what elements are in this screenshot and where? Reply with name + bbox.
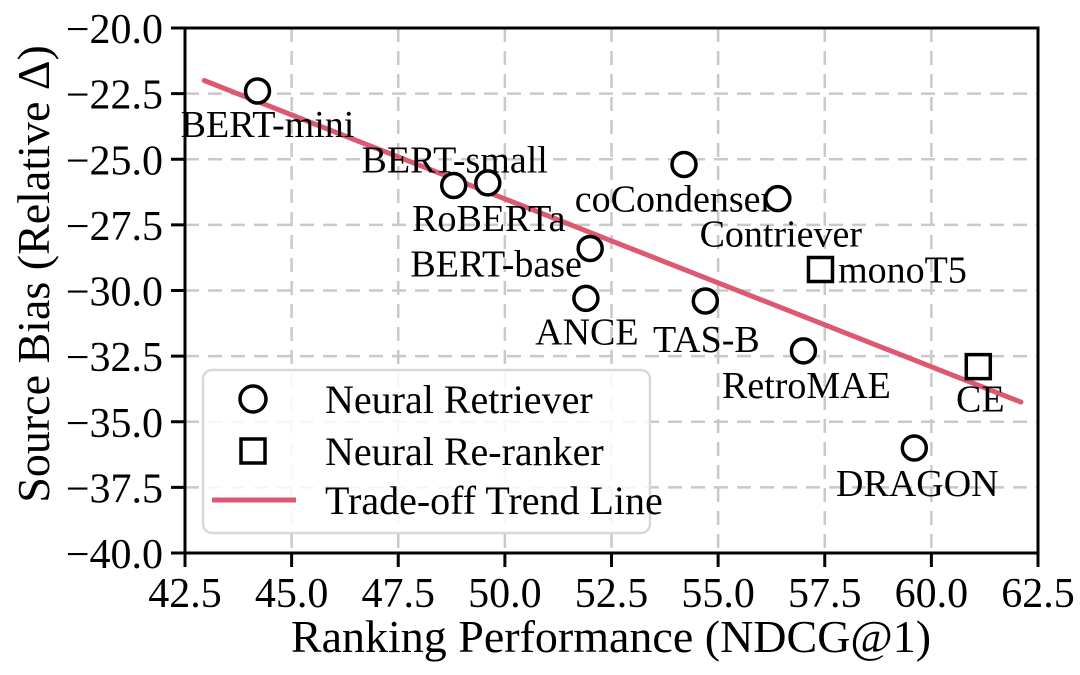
point-TAS-B-circle-marker [691, 287, 720, 315]
point-RetroMAE-circle-marker [789, 337, 818, 365]
legend-circle-marker-icon [238, 384, 268, 414]
y-tick-label: −35.0 [66, 401, 163, 447]
point-coCondenser-circle-marker [670, 150, 698, 179]
x-tick-label: 57.5 [788, 571, 862, 617]
point-BERT-small-circle-marker [439, 171, 468, 200]
point-label-ANCE: ANCE [535, 311, 638, 353]
point-RoBERTa-circle-marker [474, 169, 502, 197]
y-tick-label: −30.0 [66, 270, 163, 316]
point-BERT-mini-circle-marker [243, 77, 272, 105]
point-label-monoT5: monoT5 [838, 250, 967, 292]
y-tick-label: −37.5 [66, 466, 163, 512]
point-DRAGON-circle-marker [900, 434, 929, 462]
x-tick-label: 50.0 [468, 571, 542, 617]
point-label-RoBERTa: RoBERTa [412, 198, 566, 240]
y-tick-label: −32.5 [66, 335, 163, 381]
point-BERT-base-circle-marker [576, 234, 604, 263]
legend-square-marker-icon [239, 437, 267, 465]
legend-box [201, 368, 652, 535]
point-ANCE-circle-marker [572, 284, 600, 313]
point-label-DRAGON: DRAGON [836, 463, 999, 505]
trend-layer [201, 78, 1024, 405]
y-tick-label: −40.0 [66, 532, 163, 578]
x-tick-label: 47.5 [362, 571, 436, 617]
trend-line [201, 78, 1024, 405]
point-label-BERT-small: BERT-small [362, 140, 548, 182]
x-tick-label: 55.0 [681, 571, 755, 617]
point-label-BERT-base: BERT-base [410, 244, 582, 286]
point-label-BERT-mini: BERT-mini [181, 104, 355, 146]
x-axis-title: Ranking Performance (NDCG@1) [291, 611, 931, 662]
axis-layer: 42.5 45.0 47.5 50.0 52.5 55.0 57.5 60.0 62.5 −20.… [66, 7, 1075, 617]
x-tick-label: 52.5 [575, 571, 649, 617]
legend-label: Trade-off Trend Line [325, 478, 663, 523]
point-label-RetroMAE: RetroMAE [722, 365, 891, 407]
legend-label: Neural Re-ranker [325, 429, 604, 474]
y-tick-label: −22.5 [66, 73, 163, 119]
y-tick-label: −25.0 [66, 138, 163, 184]
point-label-CE: CE [956, 379, 1005, 421]
point-label-Contriever: Contriever [700, 214, 863, 256]
x-tick-label: 42.5 [148, 571, 222, 617]
point-monoT5-square-marker [806, 255, 835, 284]
x-tick-label: 45.0 [255, 571, 329, 617]
point-CE-square-marker [964, 352, 993, 381]
y-tick-label: −27.5 [66, 204, 163, 250]
point-Contriever-circle-marker [764, 184, 792, 213]
point-label-TAS-B: TAS-B [653, 319, 760, 361]
y-axis-title: Source Bias (Relative Δ) [8, 45, 59, 503]
point-label-coCondenser: coCondenser [575, 179, 774, 221]
x-tick-label: 60.0 [895, 571, 969, 617]
legend-label: Neural Retriever [325, 377, 593, 422]
y-tick-label: −20.0 [66, 7, 163, 53]
x-tick-label: 62.5 [1001, 571, 1075, 617]
